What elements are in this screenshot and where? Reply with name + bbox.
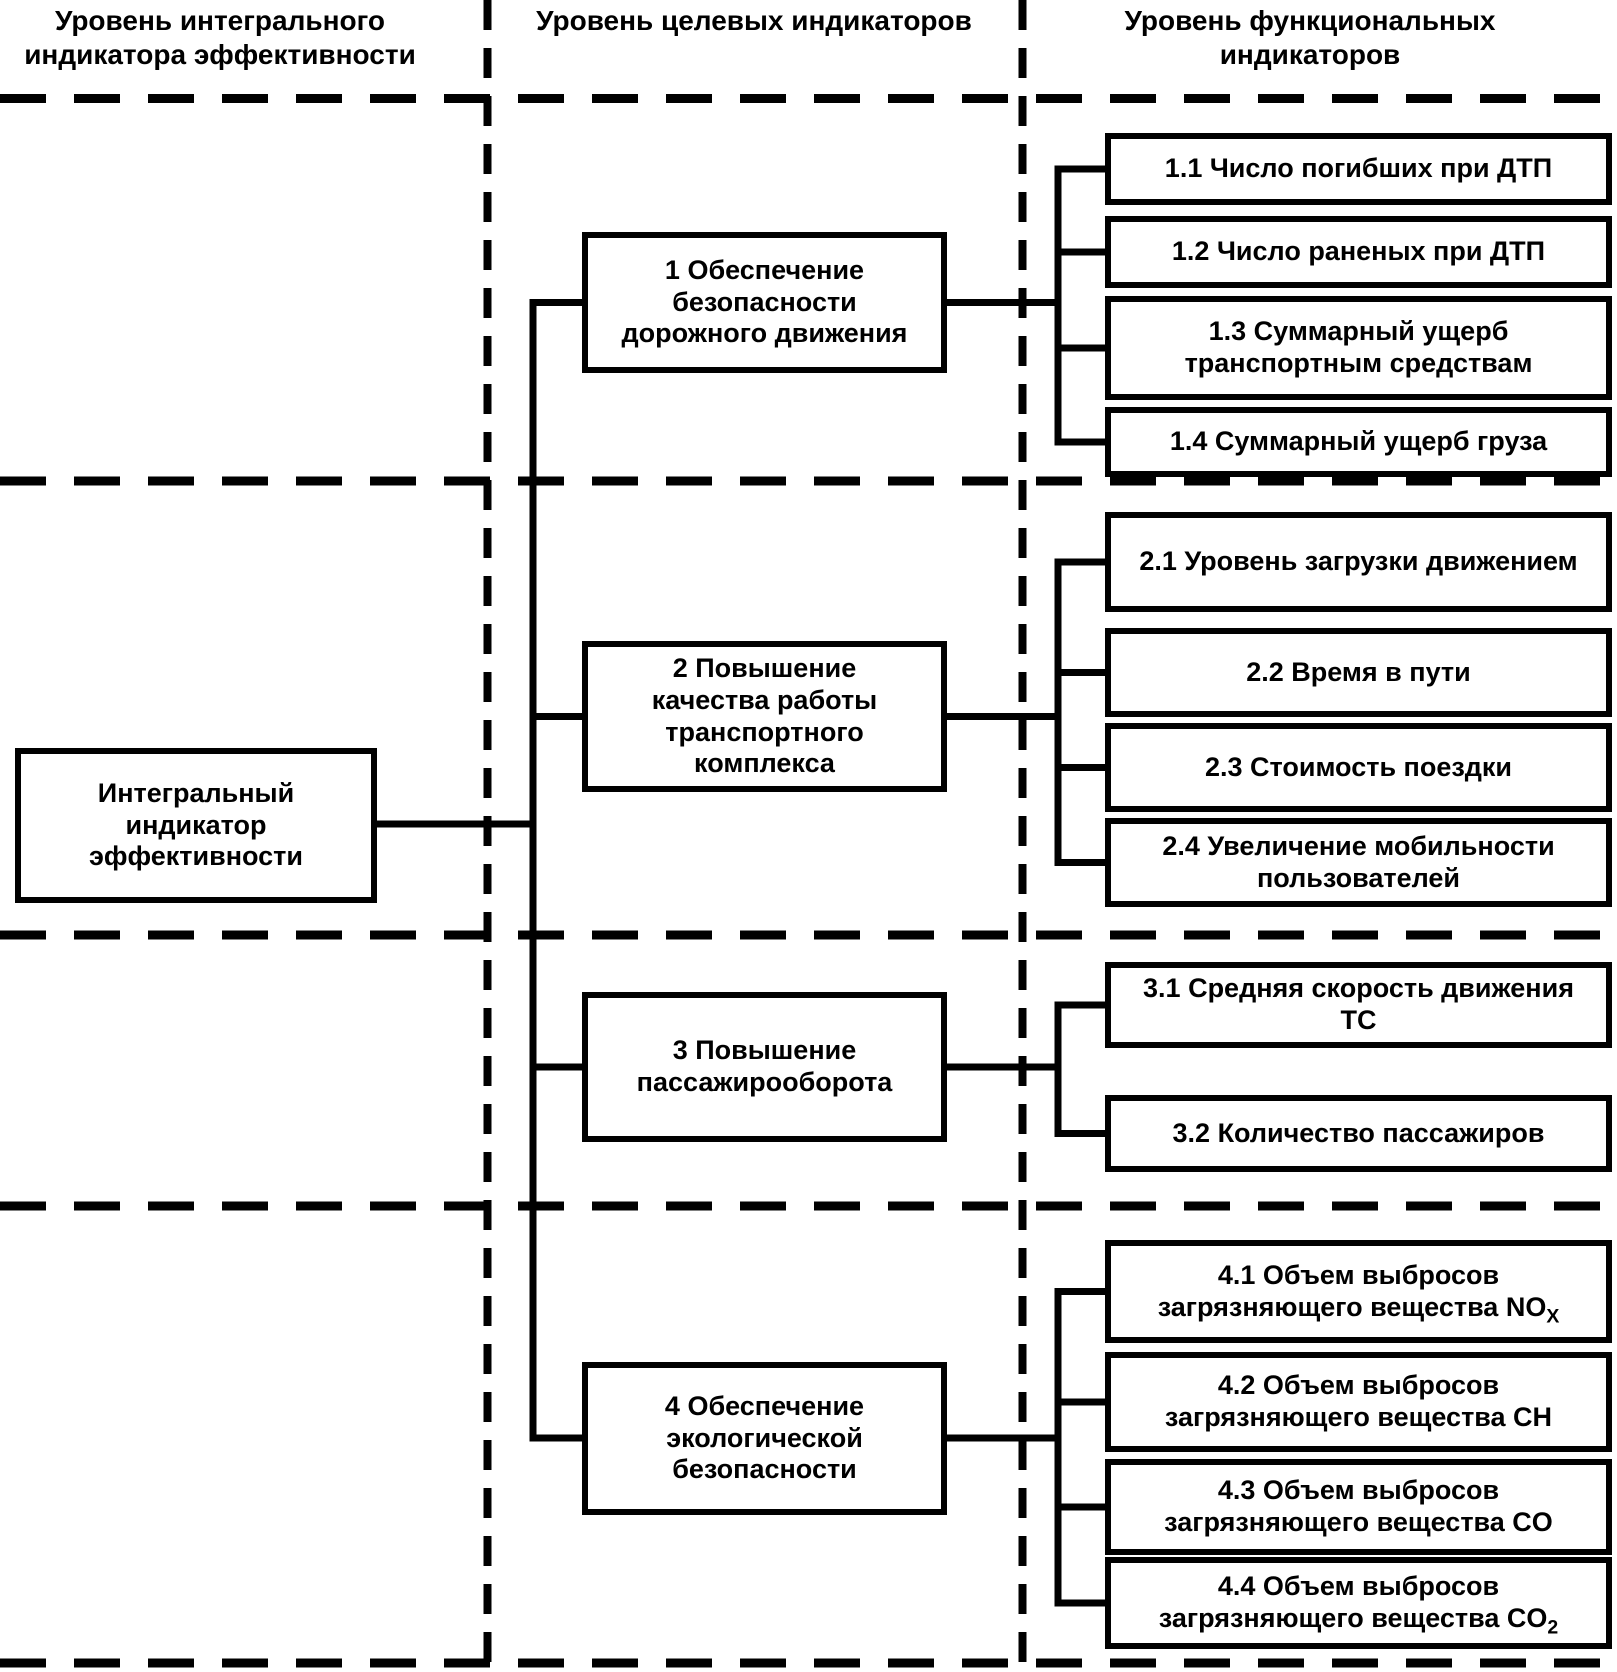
column-header-functional: Уровень функциональных индикаторов — [1124, 5, 1496, 70]
node-functional-4-3: 4.3 Объем выбросов загрязняющего веществ… — [1105, 1459, 1612, 1555]
node-label: 2.3 Стоимость поездки — [1204, 751, 1513, 782]
node-label: 2.1 Уровень загрузки движением — [1139, 546, 1578, 577]
node-label: 1.1 Число погибших при ДТП — [1164, 153, 1553, 184]
node-functional-1-1: 1.1 Число погибших при ДТП — [1105, 133, 1612, 205]
node-label: 4.3 Объем выбросов загрязняющего веществ… — [1164, 1475, 1553, 1537]
node-label: 2.4 Увеличение мобильности пользователей — [1162, 830, 1555, 893]
node-functional-3-1: 3.1 Средняя скорость движения ТС — [1105, 962, 1612, 1048]
node-functional-2-3: 2.3 Стоимость поездки — [1105, 723, 1612, 812]
node-integral-indicator: Интегральный индикатор эффективности — [15, 748, 377, 903]
column-header-targets: Уровень целевых индикаторов — [536, 5, 972, 36]
node-label: 1 Обеспечение безопасности дорожного дви… — [621, 254, 908, 349]
node-target-1: 1 Обеспечение безопасности дорожного дви… — [582, 232, 947, 373]
node-functional-2-2: 2.2 Время в пути — [1105, 628, 1612, 717]
node-target-3: 3 Повышение пассажирооборота — [582, 992, 947, 1142]
node-functional-4-1: 4.1 Объем выбросов загрязняющего веществ… — [1105, 1240, 1612, 1343]
node-label: 4.4 Объем выбросов загрязняющего веществ… — [1158, 1571, 1559, 1639]
connector-spine — [529, 299, 582, 1442]
node-label: 1.3 Суммарный ущерб транспортным средств… — [1184, 316, 1533, 378]
node-label: 4.1 Объем выбросов загрязняющего веществ… — [1157, 1259, 1560, 1327]
node-label: 2 Повышение качества работы транспортног… — [651, 652, 878, 779]
connector-group-4 — [947, 1288, 1105, 1607]
node-label: 4.2 Объем выбросов загрязняющего веществ… — [1164, 1370, 1553, 1432]
node-target-4: 4 Обеспечение экологической безопасности — [582, 1362, 947, 1515]
node-functional-1-2: 1.2 Число раненых при ДТП — [1105, 216, 1612, 288]
node-label: 3.2 Количество пассажиров — [1172, 1117, 1545, 1148]
node-functional-1-3: 1.3 Суммарный ущерб транспортным средств… — [1105, 296, 1612, 400]
node-label: 3.1 Средняя скорость движения ТС — [1143, 973, 1574, 1035]
node-label: 1.2 Число раненых при ДТП — [1171, 236, 1546, 267]
node-label: 2.2 Время в пути — [1246, 656, 1471, 687]
node-functional-4-4: 4.4 Объем выбросов загрязняющего веществ… — [1105, 1557, 1612, 1649]
node-target-2: 2 Повышение качества работы транспортног… — [582, 641, 947, 792]
node-label: 4 Обеспечение экологической безопасности — [664, 1390, 865, 1485]
connector-group-2 — [947, 558, 1105, 866]
node-functional-2-4: 2.4 Увеличение мобильности пользователей — [1105, 818, 1612, 907]
node-label: 1.4 Суммарный ущерб груза — [1169, 426, 1548, 457]
node-functional-3-2: 3.2 Количество пассажиров — [1105, 1095, 1612, 1172]
node-functional-4-2: 4.2 Объем выбросов загрязняющего веществ… — [1105, 1352, 1612, 1452]
connector-group-1 — [947, 165, 1105, 446]
connector-group-3 — [947, 1001, 1105, 1137]
column-header-integral: Уровень интегрального индикатора эффекти… — [24, 5, 416, 70]
node-functional-1-4: 1.4 Суммарный ущерб груза — [1105, 407, 1612, 477]
node-functional-2-1: 2.1 Уровень загрузки движением — [1105, 512, 1612, 612]
node-label: 3 Повышение пассажирооборота — [636, 1035, 893, 1097]
node-label: Интегральный индикатор эффективности — [88, 777, 304, 872]
